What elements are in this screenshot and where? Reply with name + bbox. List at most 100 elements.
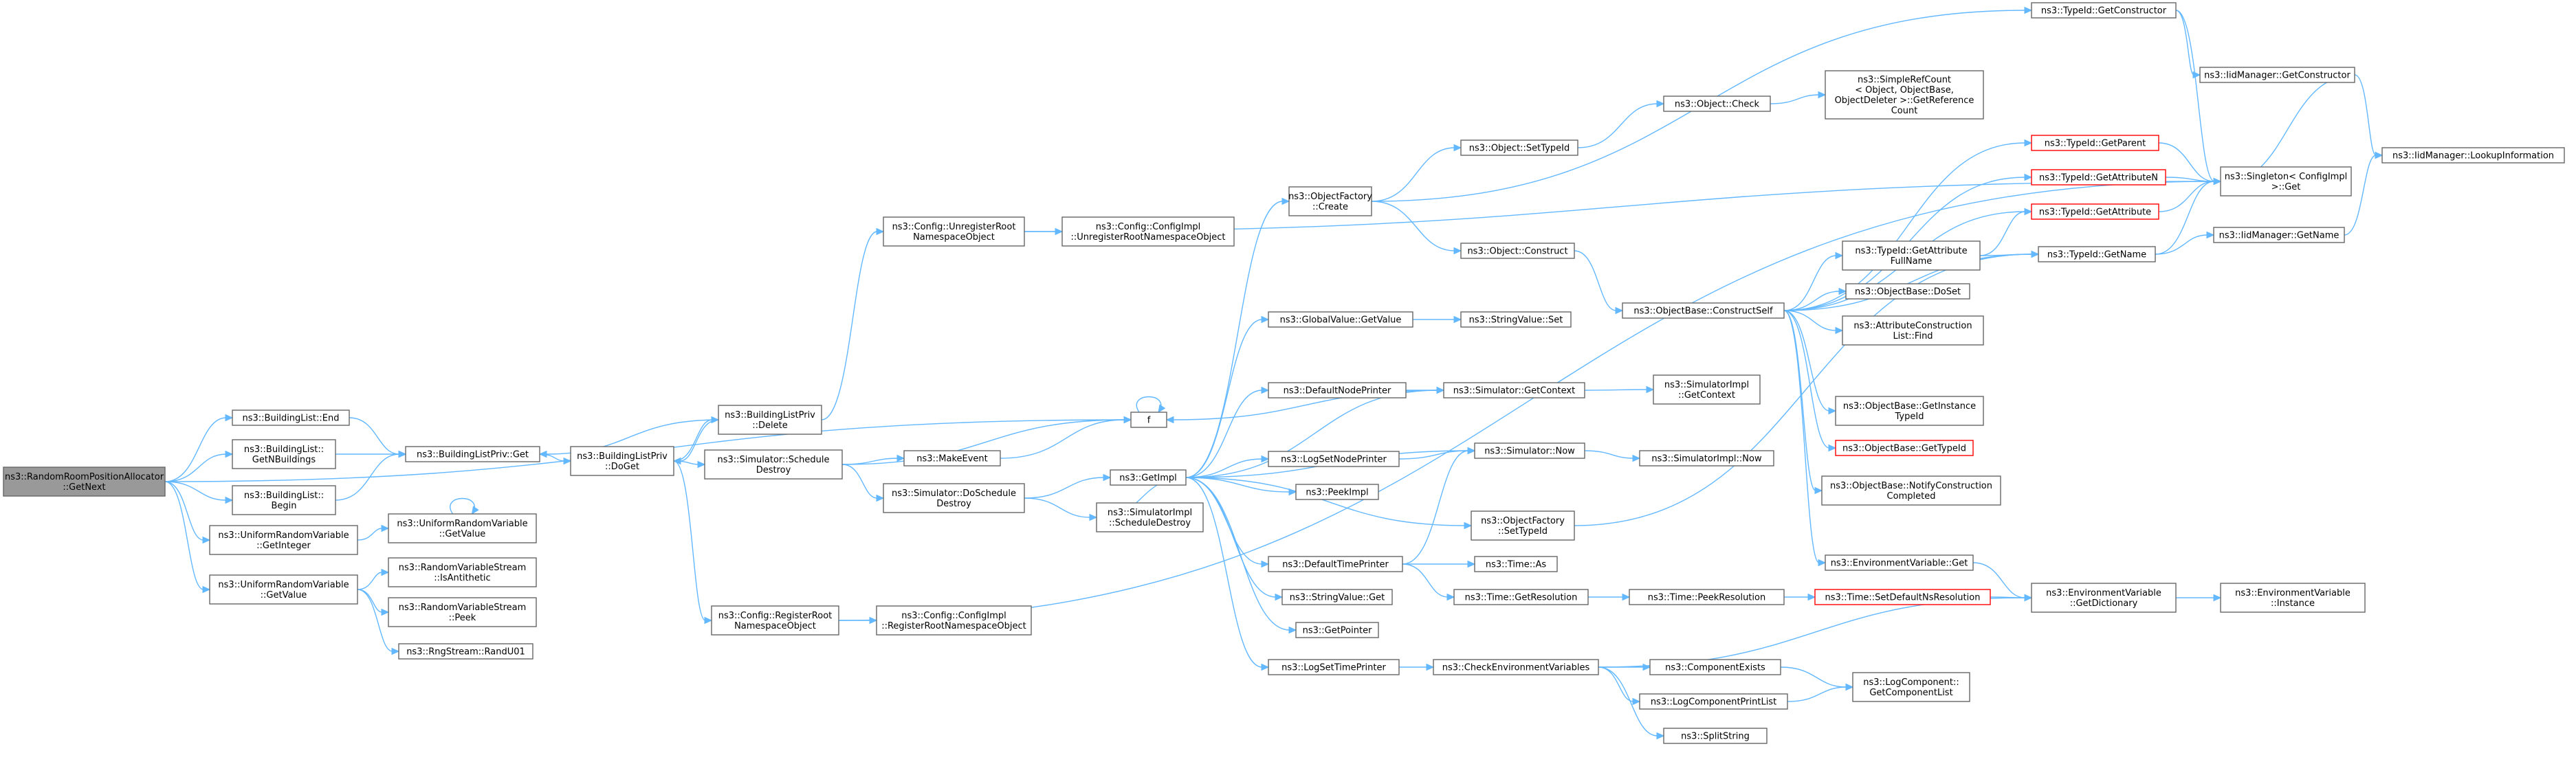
node-simimpl-sched[interactable]: ns3::SimulatorImpl::ScheduleDestroy [1096, 502, 1204, 532]
node-cfgi-reg[interactable]: ns3::Config::ConfigImpl::RegisterRootNam… [876, 605, 1032, 636]
node-f[interactable]: f [1130, 412, 1167, 428]
edge-sim-dosched-to-simimpl-sched [1024, 497, 1091, 518]
node-make-event[interactable]: ns3::MakeEvent [903, 450, 1001, 467]
node-sv-get[interactable]: ns3::StringValue::Get [1281, 589, 1393, 605]
node-time-as[interactable]: ns3::Time::As [1474, 556, 1558, 572]
node-logcomp-getlist[interactable]: ns3::LogComponent::GetComponentList [1852, 672, 1970, 702]
node-obj-construct[interactable]: ns3::Object::Construct [1460, 243, 1575, 259]
node-tid-getattrn[interactable]: ns3::TypeId::GetAttributeN [2031, 169, 2166, 186]
node-cfg-reg[interactable]: ns3::Config::RegisterRootNamespaceObject [711, 605, 839, 636]
node-box [2213, 227, 2345, 243]
node-bl-begin[interactable]: ns3::BuildingList::Begin [232, 485, 336, 515]
edge-arrowhead [1632, 454, 1641, 462]
node-log-comp-print[interactable]: ns3::LogComponentPrintList [1639, 693, 1788, 710]
node-getpointer[interactable]: ns3::GetPointer [1295, 622, 1379, 638]
node-log-set-time-printer[interactable]: ns3::LogSetTimePrinter [1268, 659, 1400, 675]
node-env-instance[interactable]: ns3::EnvironmentVariable::Instance [2220, 583, 2366, 613]
node-box [1460, 139, 1578, 156]
node-blp-del[interactable]: ns3::BuildingListPriv::Delete [718, 405, 822, 435]
node-tid-getctor[interactable]: ns3::TypeId::GetConstructor [2031, 2, 2177, 19]
node-cfgi-unreg[interactable]: ns3::Config::ConfigImpl::UnregisterRootN… [1061, 216, 1235, 247]
node-srefcount[interactable]: ns3::SimpleRefCount< Object, ObjectBase,… [1825, 70, 1984, 120]
node-ob-gettypeid[interactable]: ns3::ObjectBase::GetTypeId [1835, 440, 1974, 456]
node-peekimpl[interactable]: ns3::PeekImpl [1295, 484, 1379, 500]
node-label: ::RegisterRootNamespaceObject [881, 621, 1026, 631]
node-check-env[interactable]: ns3::CheckEnvironmentVariables [1433, 659, 1599, 675]
node-rvs-anti[interactable]: ns3::RandomVariableStream::IsAntithetic [388, 557, 537, 587]
node-def-time-printer[interactable]: ns3::DefaultTimePrinter [1268, 556, 1403, 572]
node-root[interactable]: ns3::RandomRoomPositionAllocator::GetNex… [3, 467, 166, 497]
node-ob-constructself[interactable]: ns3::ObjectBase::ConstructSelf [1622, 302, 1785, 319]
node-sv-set[interactable]: ns3::StringValue::Set [1460, 311, 1572, 328]
node-bl-getn[interactable]: ns3::BuildingList::GetNBuildings [232, 439, 336, 469]
node-label: List::Find [1893, 331, 1933, 341]
node-gv-getvalue[interactable]: ns3::GlobalValue::GetValue [1268, 311, 1413, 328]
node-label: ns3::EnvironmentVariable::Get [1831, 559, 1968, 569]
node-cfg-unreg[interactable]: ns3::Config::UnregisterRootNamespaceObje… [883, 216, 1025, 247]
node-env-getdict[interactable]: ns3::EnvironmentVariable::GetDictionary [2031, 583, 2177, 613]
node-tid-getparent[interactable]: ns3::TypeId::GetParent [2031, 135, 2159, 151]
node-rvs-peek[interactable]: ns3::RandomVariableStream::Peek [388, 597, 537, 627]
node-iidm-lookup[interactable]: ns3::IidManager::LookupInformation [2381, 147, 2565, 164]
node-blp-get[interactable]: ns3::BuildingListPriv::Get [405, 446, 540, 462]
node-of-create[interactable]: ns3::ObjectFactory::Create [1288, 186, 1372, 216]
node-box [1622, 302, 1785, 319]
node-env-get[interactable]: ns3::EnvironmentVariable::Get [1825, 554, 1974, 571]
node-label: ns3::ObjectBase::GetInstance [1843, 401, 1976, 412]
node-split-string[interactable]: ns3::SplitString [1663, 728, 1768, 744]
node-label: ns3::MakeEvent [916, 454, 988, 464]
edge-urv-val-to-rvs-anti [357, 572, 383, 590]
node-sim-sched[interactable]: ns3::Simulator::ScheduleDestroy [704, 449, 843, 480]
node-time-setdef[interactable]: ns3::Time::SetDefaultNsResolution [1814, 589, 1991, 605]
edge-f-to-f [1136, 396, 1162, 413]
node-time-peekres[interactable]: ns3::Time::PeekResolution [1629, 589, 1785, 605]
edge-arrowhead [225, 450, 234, 458]
node-iidm-getname[interactable]: ns3::IidManager::GetName [2213, 227, 2345, 243]
node-tid-getattr[interactable]: ns3::TypeId::GetAttribute [2031, 203, 2159, 220]
node-ob-notify[interactable]: ns3::ObjectBase::NotifyConstructionCompl… [1821, 475, 2001, 506]
nodes-layer: ns3::RandomRoomPositionAllocator::GetNex… [3, 2, 2565, 744]
node-box [2031, 2, 2177, 19]
node-log-set-node-printer[interactable]: ns3::LogSetNodePrinter [1268, 451, 1400, 467]
node-simimpl-getctx[interactable]: ns3::SimulatorImpl::GetContext [1653, 374, 1761, 405]
node-obj-check[interactable]: ns3::Object::Check [1663, 96, 1771, 112]
node-blp-doget[interactable]: ns3::BuildingListPriv::DoGet [570, 446, 674, 476]
edges-layer [164, 6, 2384, 740]
node-tid-getname[interactable]: ns3::TypeId::GetName [2038, 246, 2156, 262]
edge-bl-begin-to-blp-get [335, 453, 400, 501]
node-label: ns3::RandomVariableStream [399, 603, 527, 613]
node-of-settypeid[interactable]: ns3::ObjectFactory::SetTypeId [1471, 510, 1575, 541]
node-ob-doset[interactable]: ns3::ObjectBase::DoSet [1845, 283, 1970, 300]
node-def-node-printer[interactable]: ns3::DefaultNodePrinter [1268, 382, 1407, 398]
edge-arrowhead [697, 460, 706, 469]
edge-getimpl-to-gv-getvalue [1185, 319, 1263, 478]
node-time-getres[interactable]: ns3::Time::GetResolution [1453, 589, 1589, 605]
node-simimpl-now[interactable]: ns3::SimulatorImpl::Now [1639, 450, 1774, 467]
edge-arrowhead [1807, 593, 1816, 601]
node-box [1130, 412, 1167, 428]
node-label: ns3::ComponentExists [1665, 663, 1765, 673]
node-sim-now[interactable]: ns3::Simulator::Now [1474, 442, 1585, 459]
node-bl-end[interactable]: ns3::BuildingList::End [232, 409, 350, 426]
node-urv-gv2[interactable]: ns3::UniformRandomVariable::GetValue [388, 513, 537, 543]
node-box [2031, 583, 2177, 613]
node-obj-settypeid[interactable]: ns3::Object::SetTypeId [1460, 139, 1578, 156]
edge-arrowhead [1818, 91, 1827, 99]
node-iidm-getctor[interactable]: ns3::IidManager::GetConstructor [2199, 67, 2355, 83]
node-comp-exists[interactable]: ns3::ComponentExists [1649, 659, 1781, 675]
edge-arrowhead [1835, 251, 1844, 260]
node-label: ::GetInteger [256, 541, 311, 551]
node-rng-rand[interactable]: ns3::RngStream::RandU01 [398, 643, 533, 660]
node-urv-val[interactable]: ns3::UniformRandomVariable::GetValue [209, 574, 358, 605]
node-singleton-get[interactable]: ns3::Singleton< ConfigImpl>::Get [2220, 166, 2352, 196]
node-box [883, 483, 1025, 513]
node-urv-int[interactable]: ns3::UniformRandomVariable::GetInteger [209, 525, 358, 555]
edge-arrowhead [1467, 560, 1476, 568]
node-box [1474, 442, 1585, 459]
node-getimpl[interactable]: ns3::GetImpl [1110, 469, 1187, 486]
node-sim-getctx[interactable]: ns3::Simulator::GetContext [1443, 382, 1585, 398]
